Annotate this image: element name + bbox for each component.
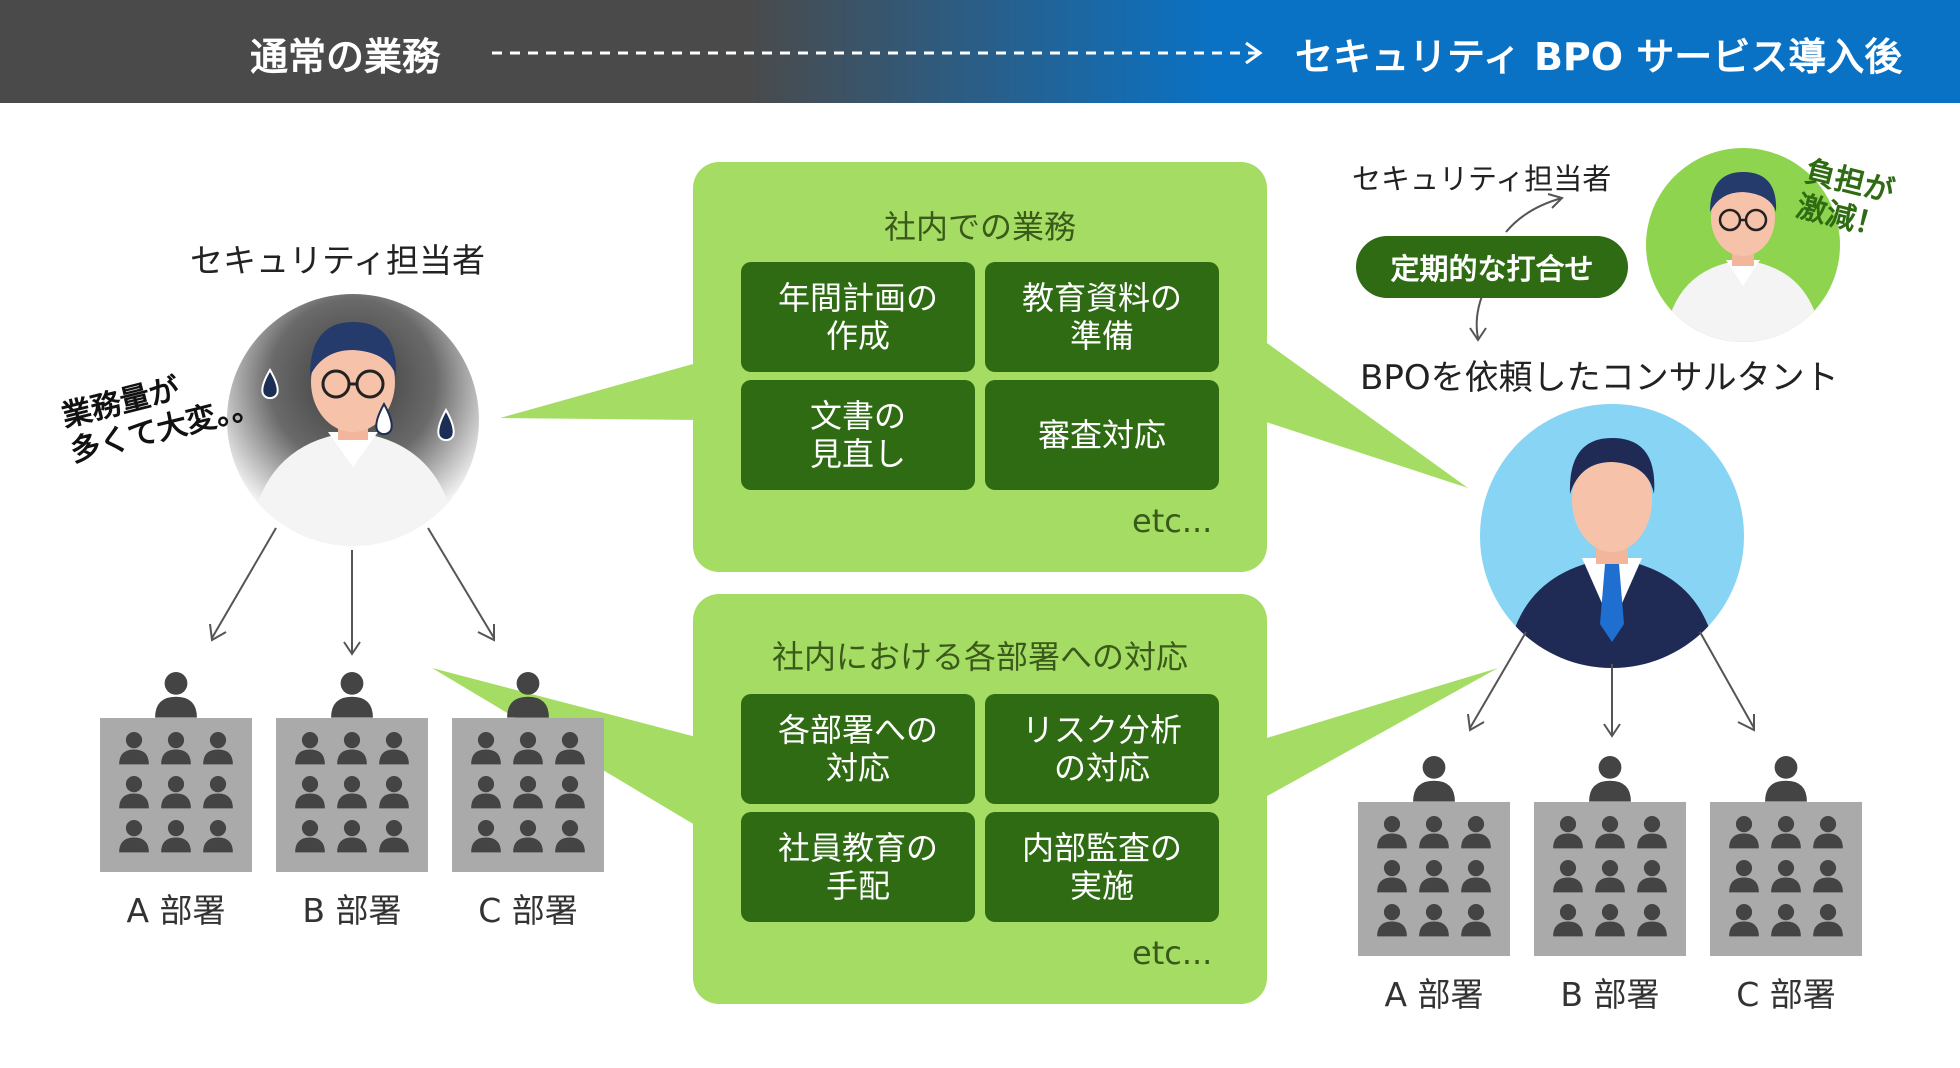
left-dept-a (100, 672, 252, 872)
right-dept-a (1358, 756, 1510, 956)
left-person-label: セキュリティ担当者 (190, 241, 486, 280)
consultant-label: BPOを依頼したコンサルタント (1360, 358, 1839, 398)
task-employee-training: 社員教育の 手配 (741, 812, 975, 922)
task-risk-analysis: リスク分析 の対応 (985, 694, 1219, 804)
left-dept-b (276, 672, 428, 872)
right-dept-b-label: B 部署 (1560, 975, 1660, 1014)
internal-tasks-title: 社内での業務 (883, 208, 1076, 246)
consultant-avatar (1480, 404, 1744, 668)
before-label: 通常の業務 (250, 35, 441, 79)
right-dept-b (1534, 756, 1686, 956)
left-dept-b-label: B 部署 (302, 891, 402, 930)
right-dept-a-label: A 部署 (1384, 975, 1484, 1014)
task-dept-response: 各部署への 対応 (741, 694, 975, 804)
department-support-title: 社内における各部署への対応 (771, 638, 1188, 676)
task-document-review: 文書の 見直し (741, 380, 975, 490)
stressed-person-avatar (227, 294, 479, 546)
relieved-person-avatar (1646, 148, 1840, 342)
panel2-right-tail (1260, 668, 1498, 800)
left-dept-c (452, 672, 604, 872)
task-internal-audit: 内部監査の 実施 (985, 812, 1219, 922)
meeting-badge: 定期的な打合せ (1356, 236, 1628, 298)
right-dept-c (1710, 756, 1862, 956)
panel1-right-tail (1260, 338, 1468, 488)
right-dept-c-label: C 部署 (1736, 975, 1836, 1014)
left-dept-a-label: A 部署 (126, 891, 226, 930)
transition-arrow (492, 41, 1263, 65)
department-support-etc: etc... (1132, 934, 1213, 972)
left-flow-arrows (209, 527, 495, 656)
internal-tasks-etc: etc... (1132, 502, 1213, 540)
after-label: セキュリティ BPO サービス導入後 (1295, 35, 1903, 79)
right-flow-arrows (1467, 631, 1755, 738)
task-training-materials: 教育資料の 準備 (985, 262, 1219, 372)
left-dept-c-label: C 部署 (478, 891, 578, 930)
meeting-arrows (1469, 193, 1564, 342)
right-security-label: セキュリティ担当者 (1352, 162, 1612, 196)
task-annual-plan: 年間計画の 作成 (741, 262, 975, 372)
task-audit-response: 審査対応 (985, 380, 1219, 490)
panel1-left-tail (500, 362, 700, 420)
